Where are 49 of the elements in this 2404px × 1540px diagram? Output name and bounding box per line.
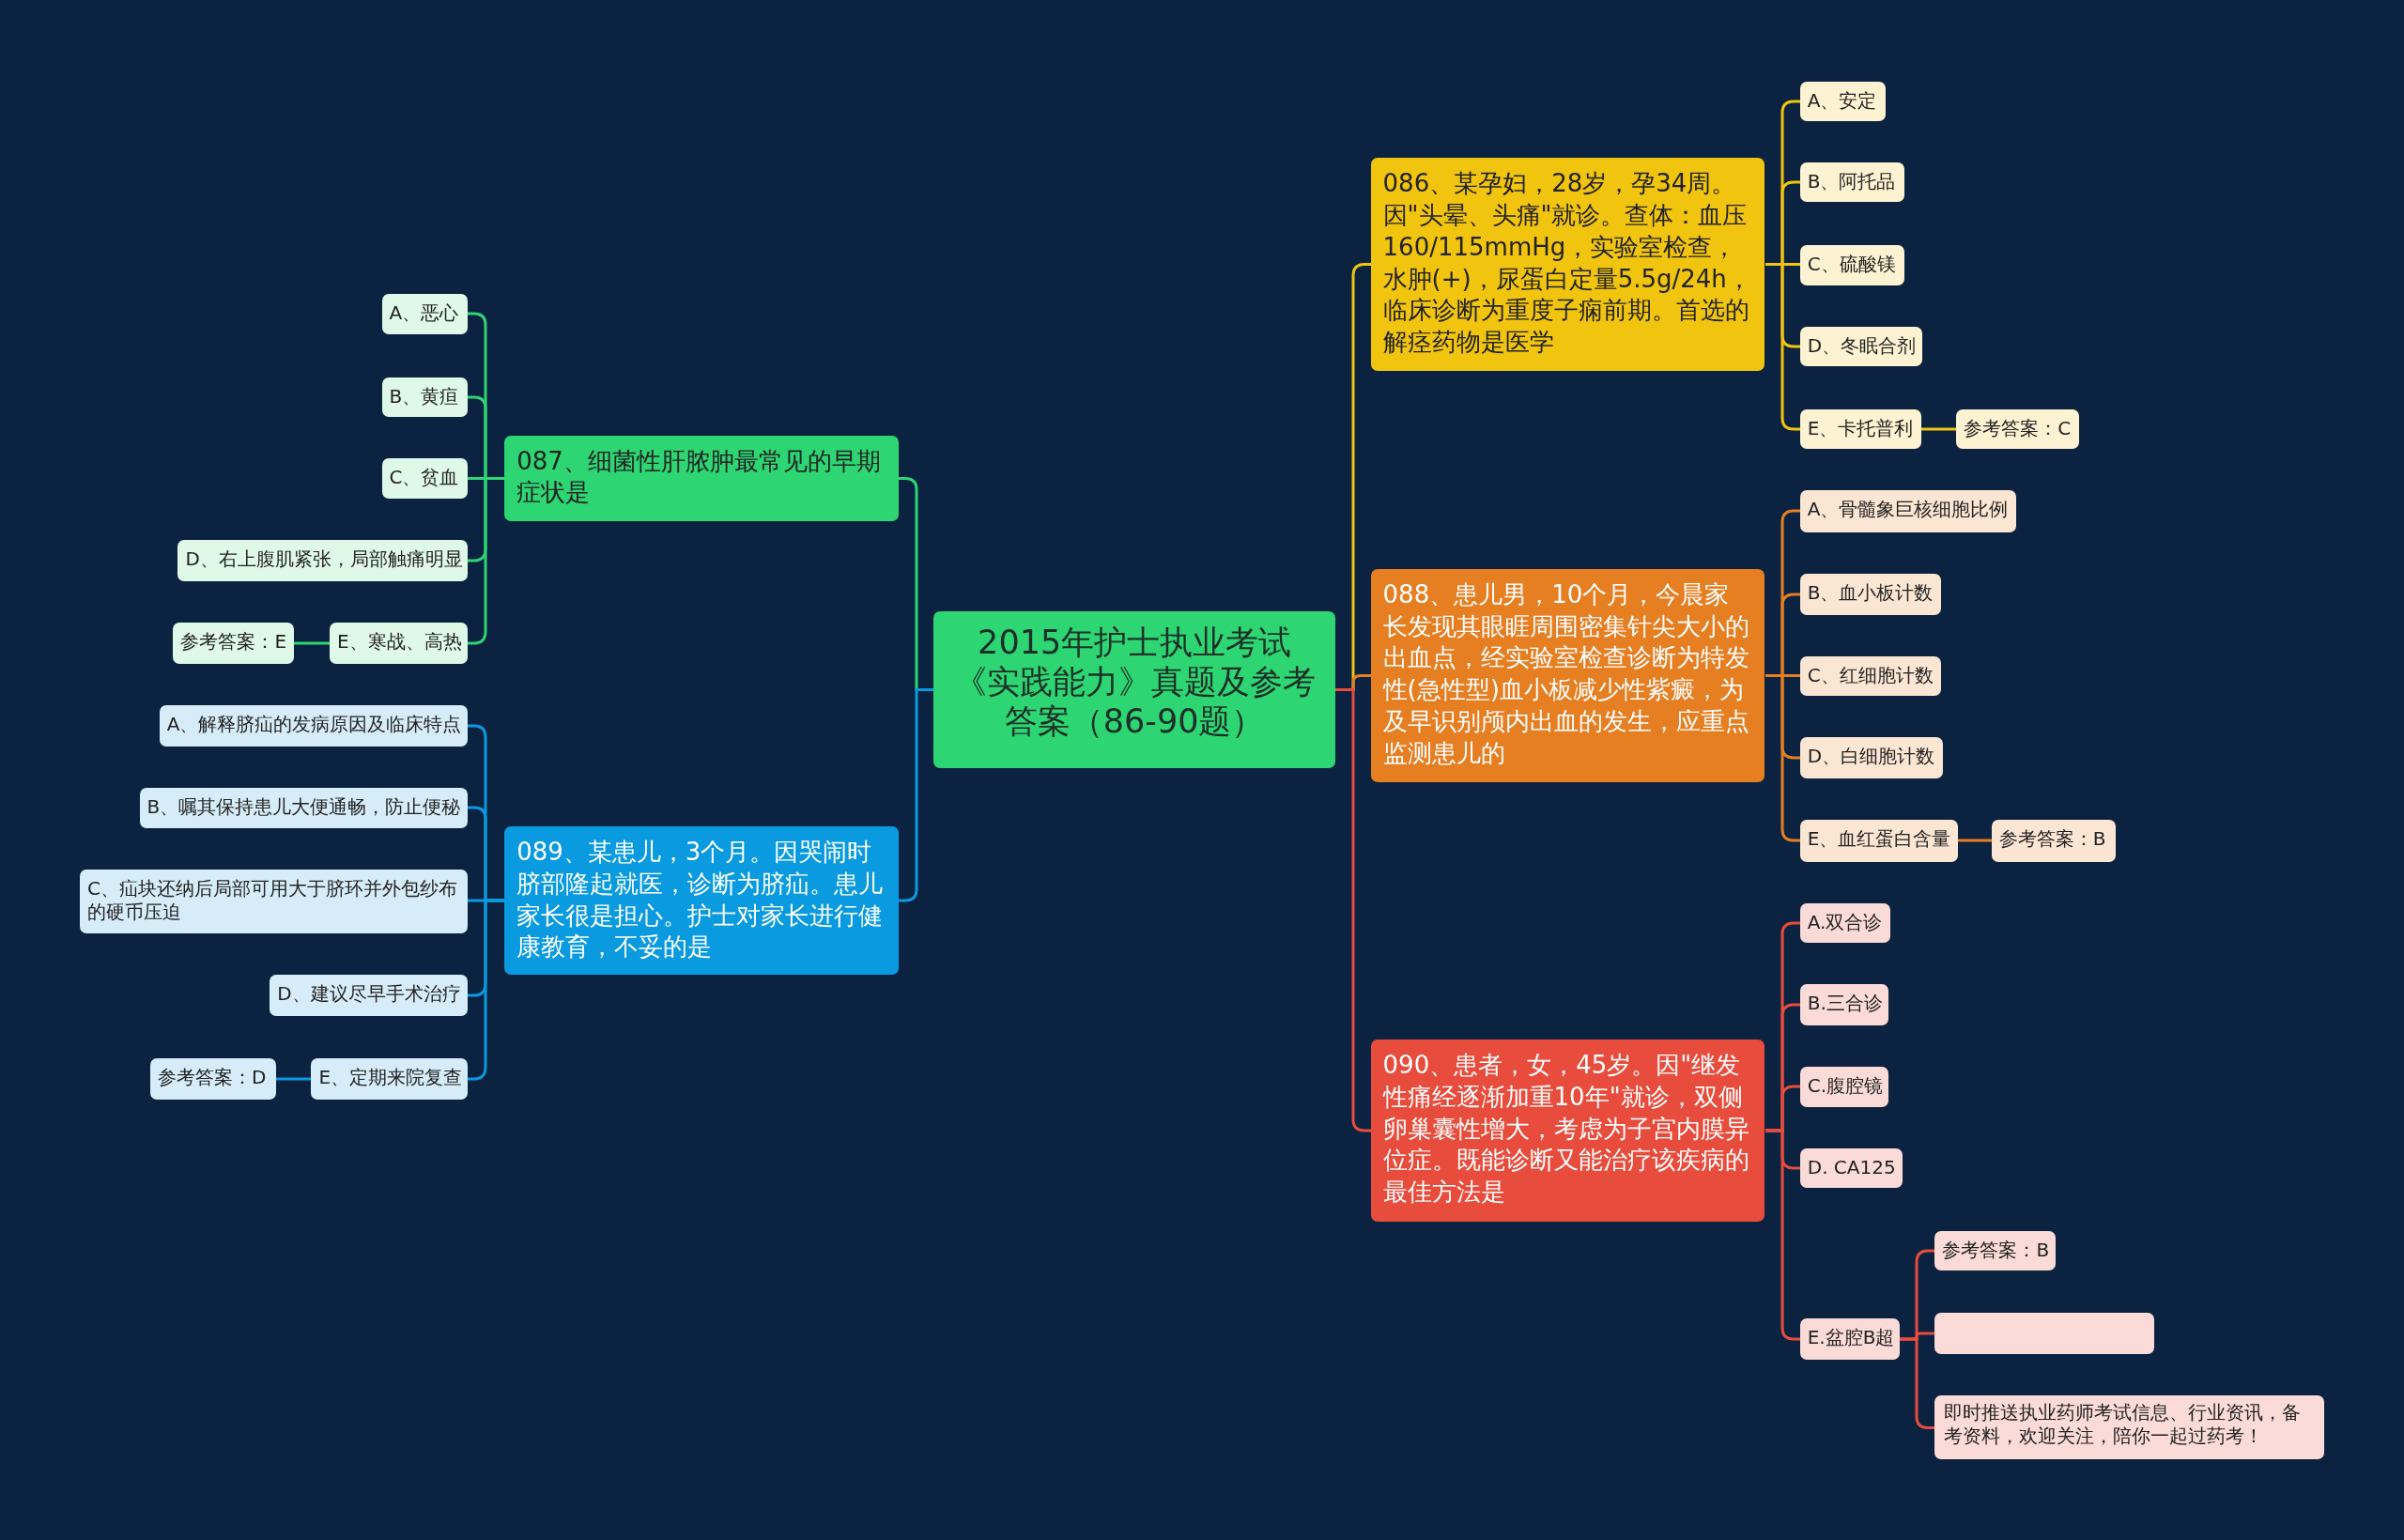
option-box: B、嘱其保持患儿大便通畅，防止便秘 <box>139 788 468 828</box>
option-box: D、建议尽早手术治疗 <box>270 975 468 1017</box>
option-box: D、右上腹肌紧张，局部触痛明显 <box>177 539 468 581</box>
connector-line <box>1335 688 1371 1132</box>
option-box: B.三合诊 <box>1799 984 1889 1026</box>
connector-line <box>1921 427 1956 431</box>
option-box: C、疝块还纳后局部可用大于脐环并外包纱布的硬币压迫 <box>79 869 468 934</box>
note-box: 即时推送执业药师考试信息、行业资讯，备考资料，欢迎关注，陪你一起过药考！ <box>1934 1394 2325 1460</box>
option-box: D、白细胞计数 <box>1799 737 1943 779</box>
option-box: C、红细胞计数 <box>1799 655 1941 697</box>
option-box: A、骨髓象巨核细胞比例 <box>1799 490 2016 532</box>
question-box: 087、细菌性肝脓肿最常见的早期症状是 <box>504 435 899 522</box>
option-box: D. CA125 <box>1799 1147 1903 1189</box>
blank-box <box>1934 1312 2154 1354</box>
question-box: 089、某患儿，3个月。因哭闹时脐部隆起就医，诊断为脐疝。患儿家长很是担心。护士对家长进行健康教育，不妥的是 <box>504 826 899 976</box>
option-box: A、安定 <box>1799 81 1887 121</box>
option-box: A、恶心 <box>381 294 468 334</box>
connector-line <box>276 1077 311 1081</box>
option-box: C.腹腔镜 <box>1799 1067 1889 1107</box>
option-box: B、阿托品 <box>1799 162 1904 203</box>
option-box: C、硫酸镁 <box>1799 245 1904 285</box>
question-box: 088、患儿男，10个月，今晨家长发现其眼睚周围密集针尖大小的出血点，经实验室检查诊断为特发性(急性型)血小板减少性紫癜，为及早识别颅内出血的发生，应重点监测患儿的 <box>1370 568 1765 782</box>
answer-tag: 参考答案：B <box>1934 1231 2057 1271</box>
connector-line <box>1765 674 1800 842</box>
option-box: E、血红蛋白含量 <box>1799 820 1958 862</box>
answer-tag: 参考答案：B <box>1991 820 2117 862</box>
option-box: E、卡托普利 <box>1799 408 1921 450</box>
connector-line <box>1900 1337 1934 1429</box>
option-box: E.盆腔B超 <box>1799 1318 1900 1361</box>
question-box: 086、某孕妇，28岁，孕34周。因"头晕、头痛"就诊。查体：血压160/115mmHg，实验室检查，水肿(+)，尿蛋白定量5.5g/24h，临床诊断为重度子痫前期。首选的解痉药物是医学 <box>1370 158 1765 372</box>
connector-line <box>468 477 504 645</box>
connector-line <box>1958 839 1992 842</box>
answer-tag: 参考答案：C <box>1956 408 2079 450</box>
option-box: E、寒战、高热 <box>330 622 468 664</box>
connector-line <box>294 641 330 645</box>
answer-tag: 参考答案：D <box>150 1057 276 1100</box>
option-box: E、定期来院复查 <box>311 1057 468 1100</box>
central-topic-box: 2015年护士执业考试《实践能力》真题及参考答案（86-90题） <box>933 611 1336 768</box>
option-box: B、黄疸 <box>381 377 468 418</box>
option-box: A、解释脐疝的发病原因及临床特点 <box>159 705 468 747</box>
question-box: 090、患者，女，45岁。因"继发性痛经逐渐加重10年"就诊，双侧卵巢囊性增大，考虑为子宫内膜异位症。既能诊断又能治疗该疾病的最佳方法是 <box>1370 1039 1765 1223</box>
connector-line <box>1765 1129 1800 1341</box>
option-box: C、贫血 <box>381 458 468 499</box>
option-box: D、冬眠合剂 <box>1799 326 1923 367</box>
option-box: A.双合诊 <box>1799 902 1891 944</box>
answer-tag: 参考答案：E <box>173 622 295 664</box>
connector-line <box>899 688 933 902</box>
option-box: B、血小板计数 <box>1799 573 1941 615</box>
connector-line <box>1765 263 1800 431</box>
